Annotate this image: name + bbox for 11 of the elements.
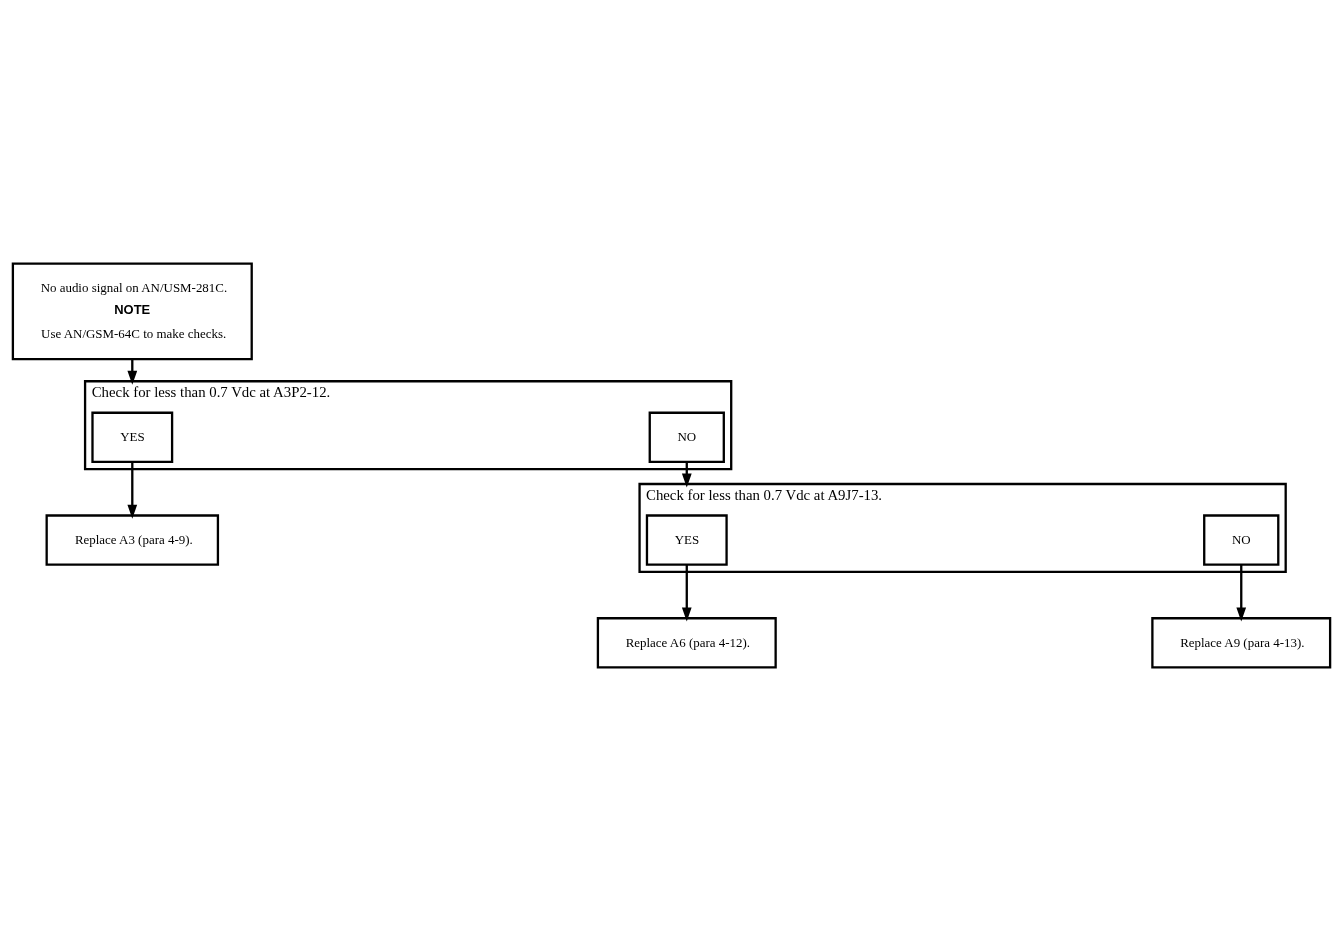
node-box: YES (645, 514, 728, 566)
node-box: YES (91, 411, 174, 463)
arrow (127, 461, 138, 519)
node-box: NO (648, 411, 725, 463)
arrow (1236, 564, 1247, 622)
node-box: NO (1203, 514, 1280, 566)
node-box: Replace A3 (para 4-9). (45, 514, 220, 566)
arrow (681, 564, 692, 622)
node-box: Replace A6 (para 4-12). (596, 617, 777, 669)
node-box: Replace A9 (para 4-13). (1151, 617, 1332, 669)
node-box: No audio signal on AN/USM-281C. NOTE Use AN/GSM-64C to make checks. (11, 262, 253, 361)
